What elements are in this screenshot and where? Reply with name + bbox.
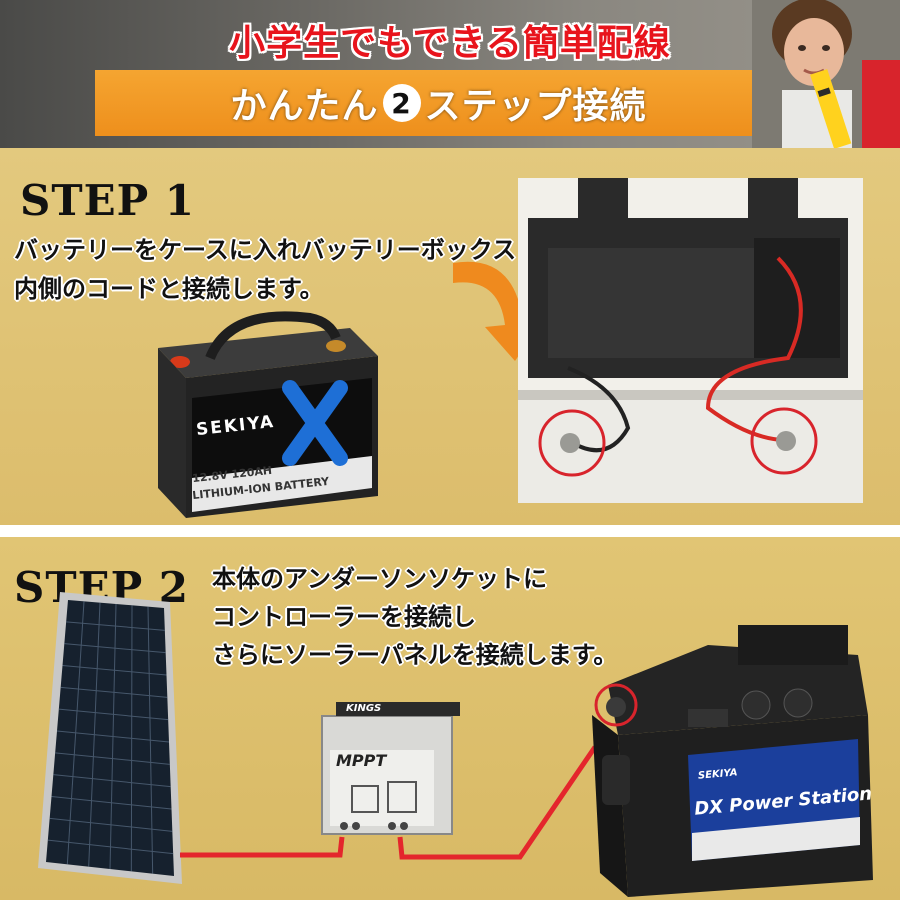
banner-text-before: かんたん	[230, 86, 379, 127]
step1-line-1: バッテリーをケースに入れバッテリーボックス	[14, 236, 517, 264]
step1-panel: STEP 1 バッテリーをケースに入れバッテリーボックス 内側のコードと接続しま…	[0, 148, 900, 525]
controller-brand-label: KINGS	[346, 703, 382, 714]
banner-step-count: 2	[382, 84, 421, 122]
step2-line-2: コントローラーを接続し	[212, 603, 476, 631]
mppt-controller-image	[321, 702, 460, 835]
header-title: 小学生でもできる簡単配線	[229, 23, 671, 64]
connection-wires	[180, 745, 598, 860]
step1-line-2: 内側のコードと接続します。	[14, 275, 324, 303]
banner-text-after: ステップ接続	[424, 86, 647, 127]
step2-line-1: 本体のアンダーソンソケットに	[212, 565, 548, 593]
panel-divider	[0, 525, 900, 537]
power-station-image	[592, 625, 873, 897]
header: 小学生でもできる簡単配線 かんたん 2 ステップ接続	[0, 0, 900, 148]
lithium-battery-image	[158, 311, 378, 518]
step1-heading: STEP 1	[20, 176, 196, 225]
solar-panel-image	[38, 592, 182, 884]
battery-box-interior-photo	[518, 178, 863, 503]
child-with-level-photo	[752, 0, 900, 148]
step2-line-3: さらにソーラーパネルを接続します。	[212, 641, 618, 669]
header-banner-text: かんたん 2 ステップ接続	[95, 70, 782, 136]
controller-model-label: MPPT	[336, 751, 387, 770]
header-banner: かんたん 2 ステップ接続	[95, 70, 782, 136]
step2-panel: STEP 2 本体のアンダーソンソケットに コントローラーを接続し さらにソーラ…	[0, 537, 900, 900]
